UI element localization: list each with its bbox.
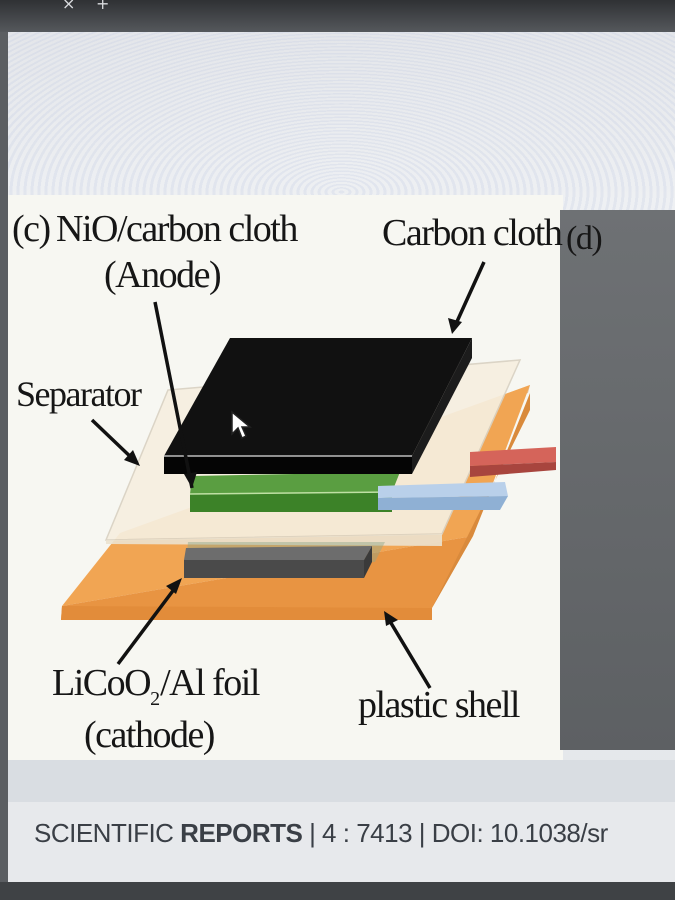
journal-name-bold: REPORTS [180,818,303,848]
cathode-label-main: LiCoO [52,662,152,704]
bottom-bezel [0,882,675,900]
cathode-block [184,546,372,578]
page-footer [8,802,675,882]
separator-label: Separator [16,374,142,414]
anode-sublabel: (Anode) [104,254,222,296]
browser-top-strip: × + [0,0,675,32]
blue-tab [378,482,508,510]
carbon-cloth-label: Carbon cloth [382,212,563,254]
panel-d-label: (d) [566,220,603,257]
caption-strip [8,760,675,802]
anode-label: NiO/carbon cloth [56,208,298,250]
cathode-sublabel: (cathode) [84,714,215,756]
cathode-label-subscript: 2 [150,688,161,710]
journal-citation: SCIENTIFIC REPORTS | 4 : 7413 | DOI: 10.… [34,818,608,849]
journal-name-light: SCIENTIFIC [34,818,181,848]
cathode-label: LiCoO2/Al foil [52,662,260,709]
plastic-shell-label: plastic shell [358,684,520,726]
panel-c-label: (c) [12,208,51,250]
cathode-label-rest: /Al foil [160,662,260,704]
anode-block [189,472,400,512]
close-tab-icon[interactable]: × [62,0,76,13]
new-tab-icon[interactable]: + [96,0,110,13]
leader-arrows [90,261,486,689]
red-tab [470,447,556,477]
citation-text: | 4 : 7413 | DOI: 10.1038/sr [302,818,608,848]
mouse-cursor-icon [231,410,253,440]
figure-panel-d [560,210,675,750]
